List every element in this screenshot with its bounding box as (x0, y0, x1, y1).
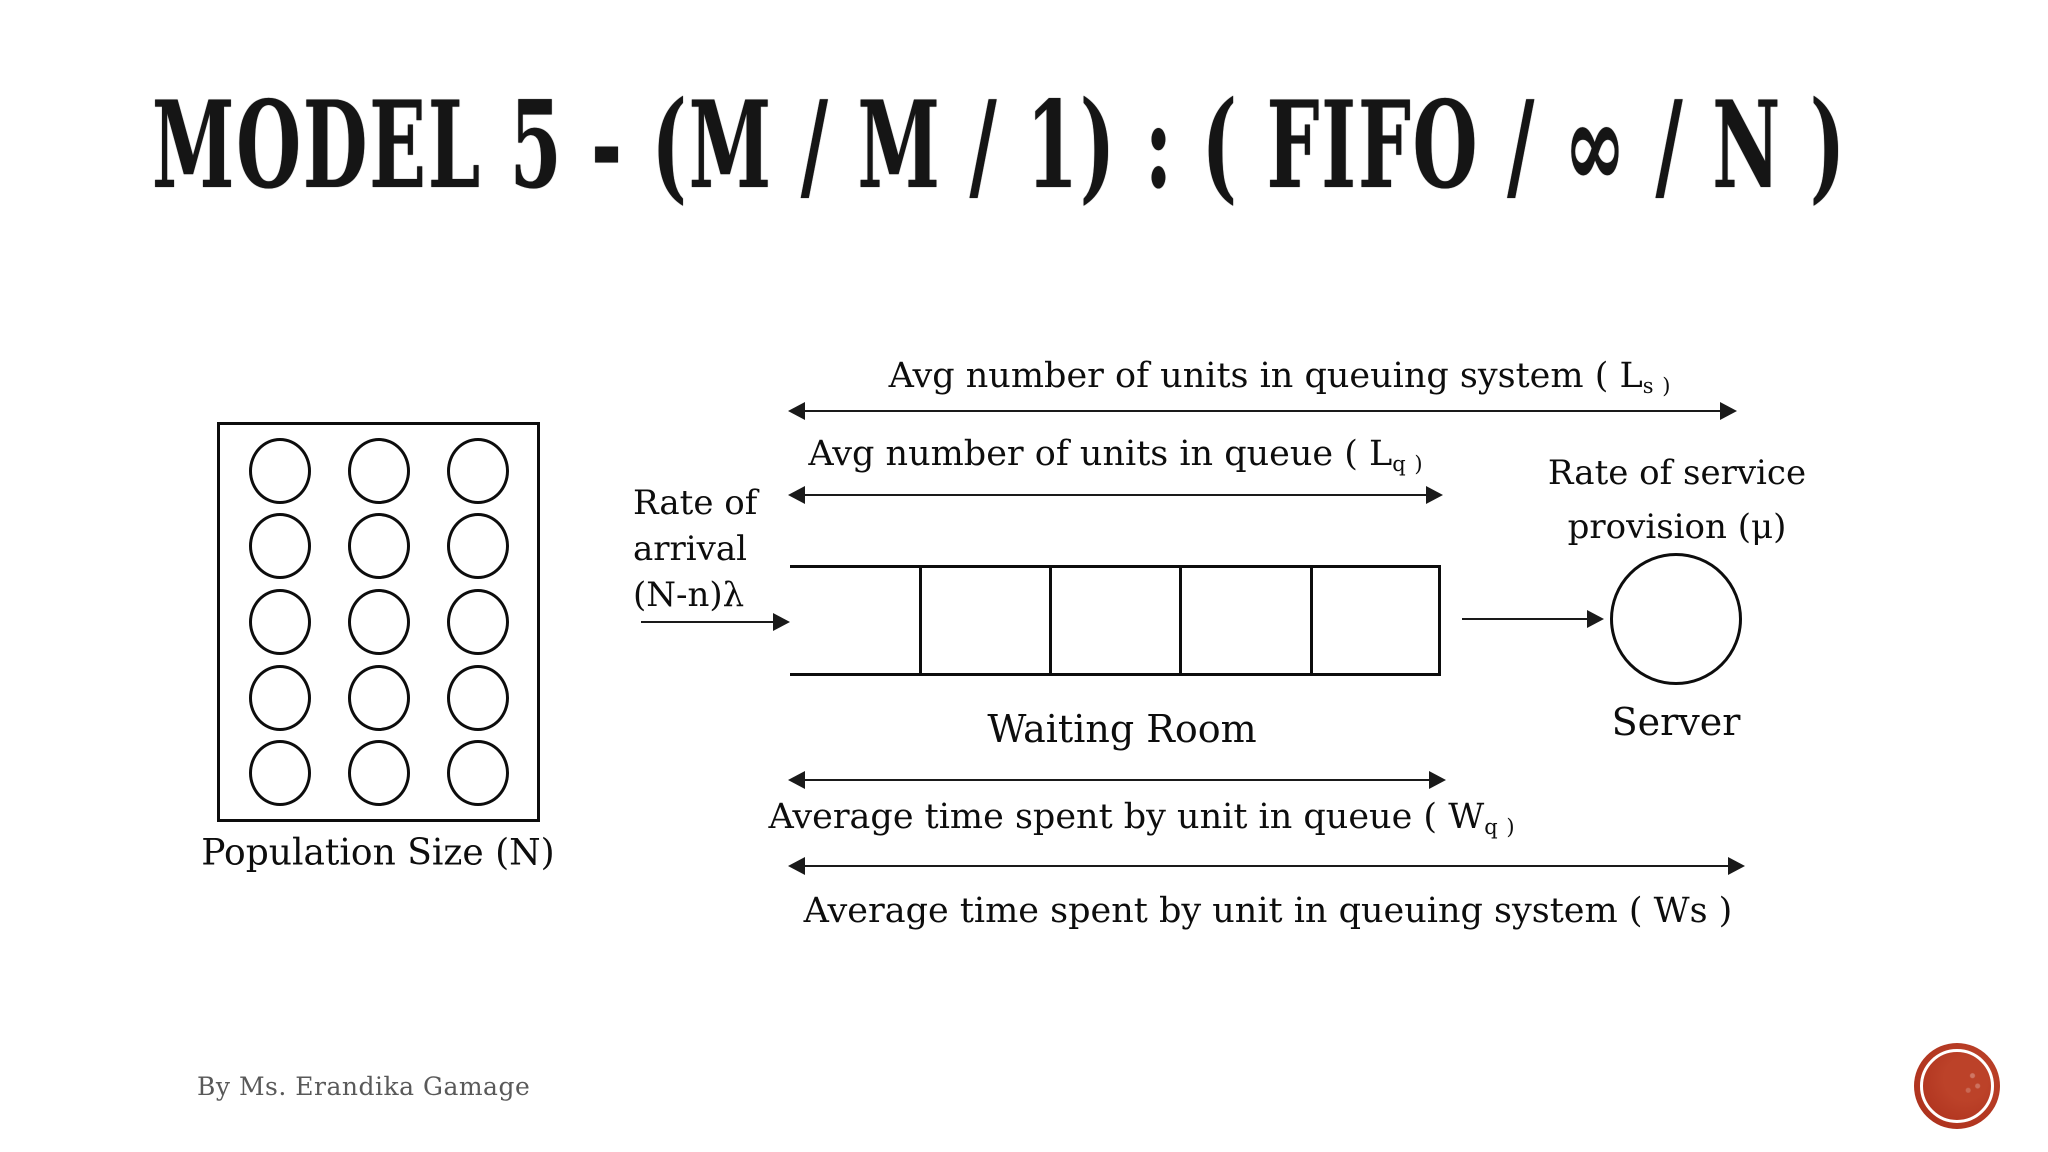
waiting-room-label: Waiting Room (987, 707, 1257, 751)
queue-divider (1310, 568, 1313, 673)
population-unit-circle (248, 740, 311, 807)
population-unit-circle (347, 513, 410, 580)
ls-label: Avg number of units in queuing system ( … (889, 356, 1672, 398)
wq-label-subscript: q (1484, 815, 1499, 840)
population-unit-circle (446, 740, 509, 807)
lq-span-arrow (788, 486, 1443, 504)
service-line-1: Rate of service (1547, 453, 1807, 493)
queue-divider (919, 568, 922, 673)
waiting-room-box (790, 565, 1441, 676)
arrival-line-1: Rate of (633, 483, 758, 523)
service-rate-label: Rate of service provision (μ) (1548, 446, 1806, 554)
population-unit-circle (248, 588, 311, 655)
population-unit-circle (347, 740, 410, 807)
population-unit-circle (248, 437, 311, 504)
population-unit-circle (347, 588, 410, 655)
service-arrow (1462, 610, 1604, 628)
population-unit-circle (347, 437, 410, 504)
population-grid (220, 425, 537, 819)
queue-right-wall (1438, 568, 1441, 673)
lq-label-close: ) (1406, 452, 1424, 477)
ls-label-close: ) (1654, 374, 1672, 399)
red-circle-ornament (1914, 1043, 2000, 1129)
arrival-rate-formula: (N-n)λ (633, 575, 745, 615)
arrival-arrow (641, 613, 790, 631)
population-unit-circle (446, 513, 509, 580)
lq-label-subscript: q (1392, 452, 1407, 477)
population-unit-circle (446, 588, 509, 655)
arrival-rate-label: Rate of arrival (N-n)λ (633, 480, 757, 618)
server-label: Server (1611, 700, 1741, 744)
wq-label: Average time spent by unit in queue ( Wq… (768, 797, 1515, 839)
population-unit-circle (446, 664, 509, 731)
ls-span-arrow (788, 402, 1737, 420)
lq-label: Avg number of units in queue ( Lq ) (808, 434, 1423, 476)
ws-label: Average time spent by unit in queuing sy… (803, 891, 1733, 931)
wq-label-close: ) (1498, 815, 1516, 840)
ls-label-subscript: s (1642, 374, 1655, 399)
slide-title: MODEL 5 - (M / M / 1) : ( FIFO / ∞ / N ) (152, 75, 1847, 216)
arrival-line-2: arrival (633, 529, 748, 569)
population-label: Population Size (N) (201, 832, 555, 874)
wq-label-text: Average time spent by unit in queue ( W (768, 796, 1485, 837)
service-rate-formula: provision (μ) (1567, 507, 1787, 547)
population-unit-circle (248, 513, 311, 580)
ws-span-arrow (788, 857, 1745, 875)
queue-divider (1179, 568, 1182, 673)
population-box (217, 422, 540, 822)
queue-divider (1049, 568, 1052, 673)
population-unit-circle (248, 664, 311, 731)
server-circle (1610, 553, 1742, 685)
ls-label-text: Avg number of units in queuing system ( … (888, 355, 1643, 396)
lq-label-text: Avg number of units in queue ( L (808, 433, 1393, 474)
population-unit-circle (347, 664, 410, 731)
footer-credit: By Ms. Erandika Gamage (197, 1072, 531, 1101)
wq-span-arrow (788, 771, 1446, 789)
population-unit-circle (446, 437, 509, 504)
